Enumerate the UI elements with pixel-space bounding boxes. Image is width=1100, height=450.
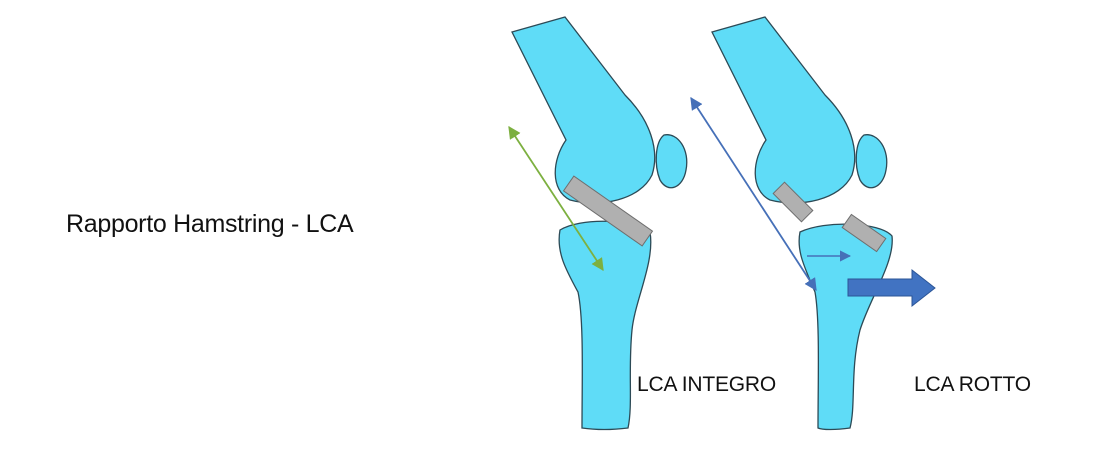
anterior-translation-arrow xyxy=(847,268,936,308)
hamstring-force-arrow-torn xyxy=(690,96,817,292)
femur-torn xyxy=(711,16,856,204)
knee-intact xyxy=(508,16,688,431)
femur-intact xyxy=(511,16,656,204)
label-acl-torn: LCA ROTTO xyxy=(914,373,1031,396)
tibia-intact xyxy=(558,220,652,431)
acl-torn-tibial-stump xyxy=(841,213,887,253)
patella-intact xyxy=(655,134,688,189)
knee-torn xyxy=(690,16,936,431)
label-acl-intact: LCA INTEGRO xyxy=(637,373,776,396)
tibia-torn xyxy=(798,223,893,431)
diagram-title: Rapporto Hamstring - LCA xyxy=(66,210,354,238)
hamstring-force-arrow-intact xyxy=(508,125,604,272)
patella-torn xyxy=(855,134,888,189)
